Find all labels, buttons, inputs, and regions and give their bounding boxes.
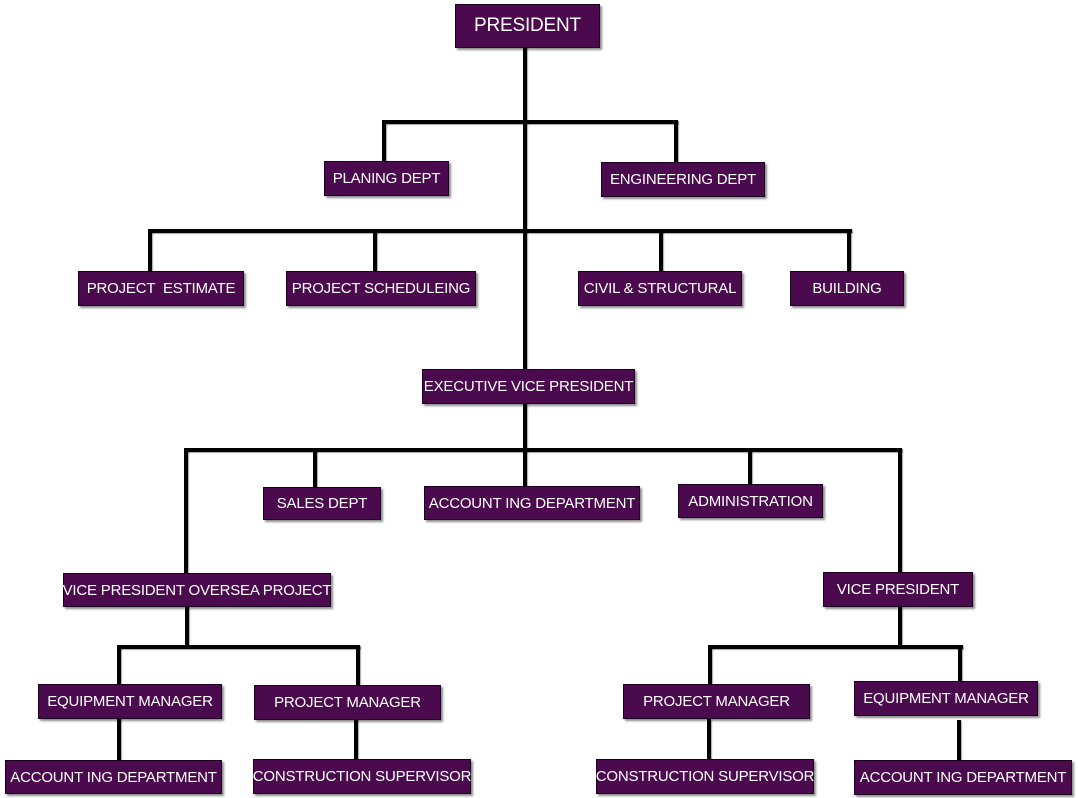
connector-left-manager-bar bbox=[117, 645, 360, 649]
connector-building bbox=[847, 229, 851, 272]
connector-administration bbox=[748, 448, 752, 484]
connector-civil bbox=[659, 229, 663, 272]
node-right-accounting-department: ACCOUNT ING DEPARTMENT bbox=[854, 760, 1072, 795]
connector-vp-oversea bbox=[184, 448, 188, 574]
connector-left-project bbox=[356, 645, 360, 686]
node-planing-dept: PLANING DEPT bbox=[324, 161, 449, 196]
connector-sales bbox=[313, 448, 317, 488]
connector-vp-down bbox=[898, 606, 902, 648]
connector-left-accounting bbox=[117, 718, 121, 761]
connector-right-equipment bbox=[958, 645, 962, 682]
connector-evp-bar bbox=[184, 448, 902, 452]
connector-vp-oversea-down bbox=[185, 606, 189, 648]
connector-dept-bar bbox=[382, 120, 678, 124]
connector-accounting bbox=[523, 448, 527, 488]
node-engineering-dept: ENGINEERING DEPT bbox=[601, 162, 765, 197]
connector-subdept-bar bbox=[148, 229, 852, 233]
connector-right-accounting bbox=[957, 720, 961, 761]
node-vice-president: VICE PRESIDENT bbox=[823, 572, 973, 607]
node-project-estimate: PROJECT ESTIMATE bbox=[78, 271, 244, 306]
node-left-project-manager: PROJECT MANAGER bbox=[254, 685, 441, 720]
node-accounting-department: ACCOUNT ING DEPARTMENT bbox=[424, 486, 640, 520]
connector-left-equipment bbox=[117, 645, 121, 685]
connector-vp bbox=[898, 448, 902, 574]
node-left-accounting-department: ACCOUNT ING DEPARTMENT bbox=[5, 760, 222, 794]
connector-right-manager-bar bbox=[708, 645, 963, 649]
node-right-project-manager: PROJECT MANAGER bbox=[623, 684, 810, 719]
node-executive-vice-president: EXECUTIVE VICE PRESIDENT bbox=[422, 369, 635, 404]
connector-scheduleing bbox=[373, 229, 377, 272]
node-administration: ADMINISTRATION bbox=[678, 484, 823, 518]
node-project-scheduleing: PROJECT SCHEDULEING bbox=[286, 271, 476, 306]
node-sales-dept: SALES DEPT bbox=[263, 487, 381, 520]
node-left-construction-supervisor: CONSTRUCTION SUPERVISOR bbox=[253, 759, 471, 794]
node-right-construction-supervisor: CONSTRUCTION SUPERVISOR bbox=[596, 759, 814, 794]
node-vp-oversea-project: VICE PRESIDENT OVERSEA PROJECT bbox=[63, 573, 332, 607]
connector-engineering bbox=[674, 120, 678, 163]
connector-main-trunk bbox=[523, 46, 527, 452]
connector-planing bbox=[382, 120, 386, 162]
connector-estimate bbox=[148, 229, 152, 272]
node-left-equipment-manager: EQUIPMENT MANAGER bbox=[38, 684, 222, 719]
connector-right-construction bbox=[707, 719, 711, 760]
node-building: BUILDING bbox=[790, 271, 904, 306]
node-president: PRESIDENT bbox=[455, 4, 600, 48]
node-right-equipment-manager: EQUIPMENT MANAGER bbox=[854, 681, 1038, 716]
connector-left-construction bbox=[354, 719, 358, 760]
node-civil-structural: CIVIL & STRUCTURAL bbox=[578, 271, 742, 306]
connector-right-project bbox=[708, 645, 712, 686]
